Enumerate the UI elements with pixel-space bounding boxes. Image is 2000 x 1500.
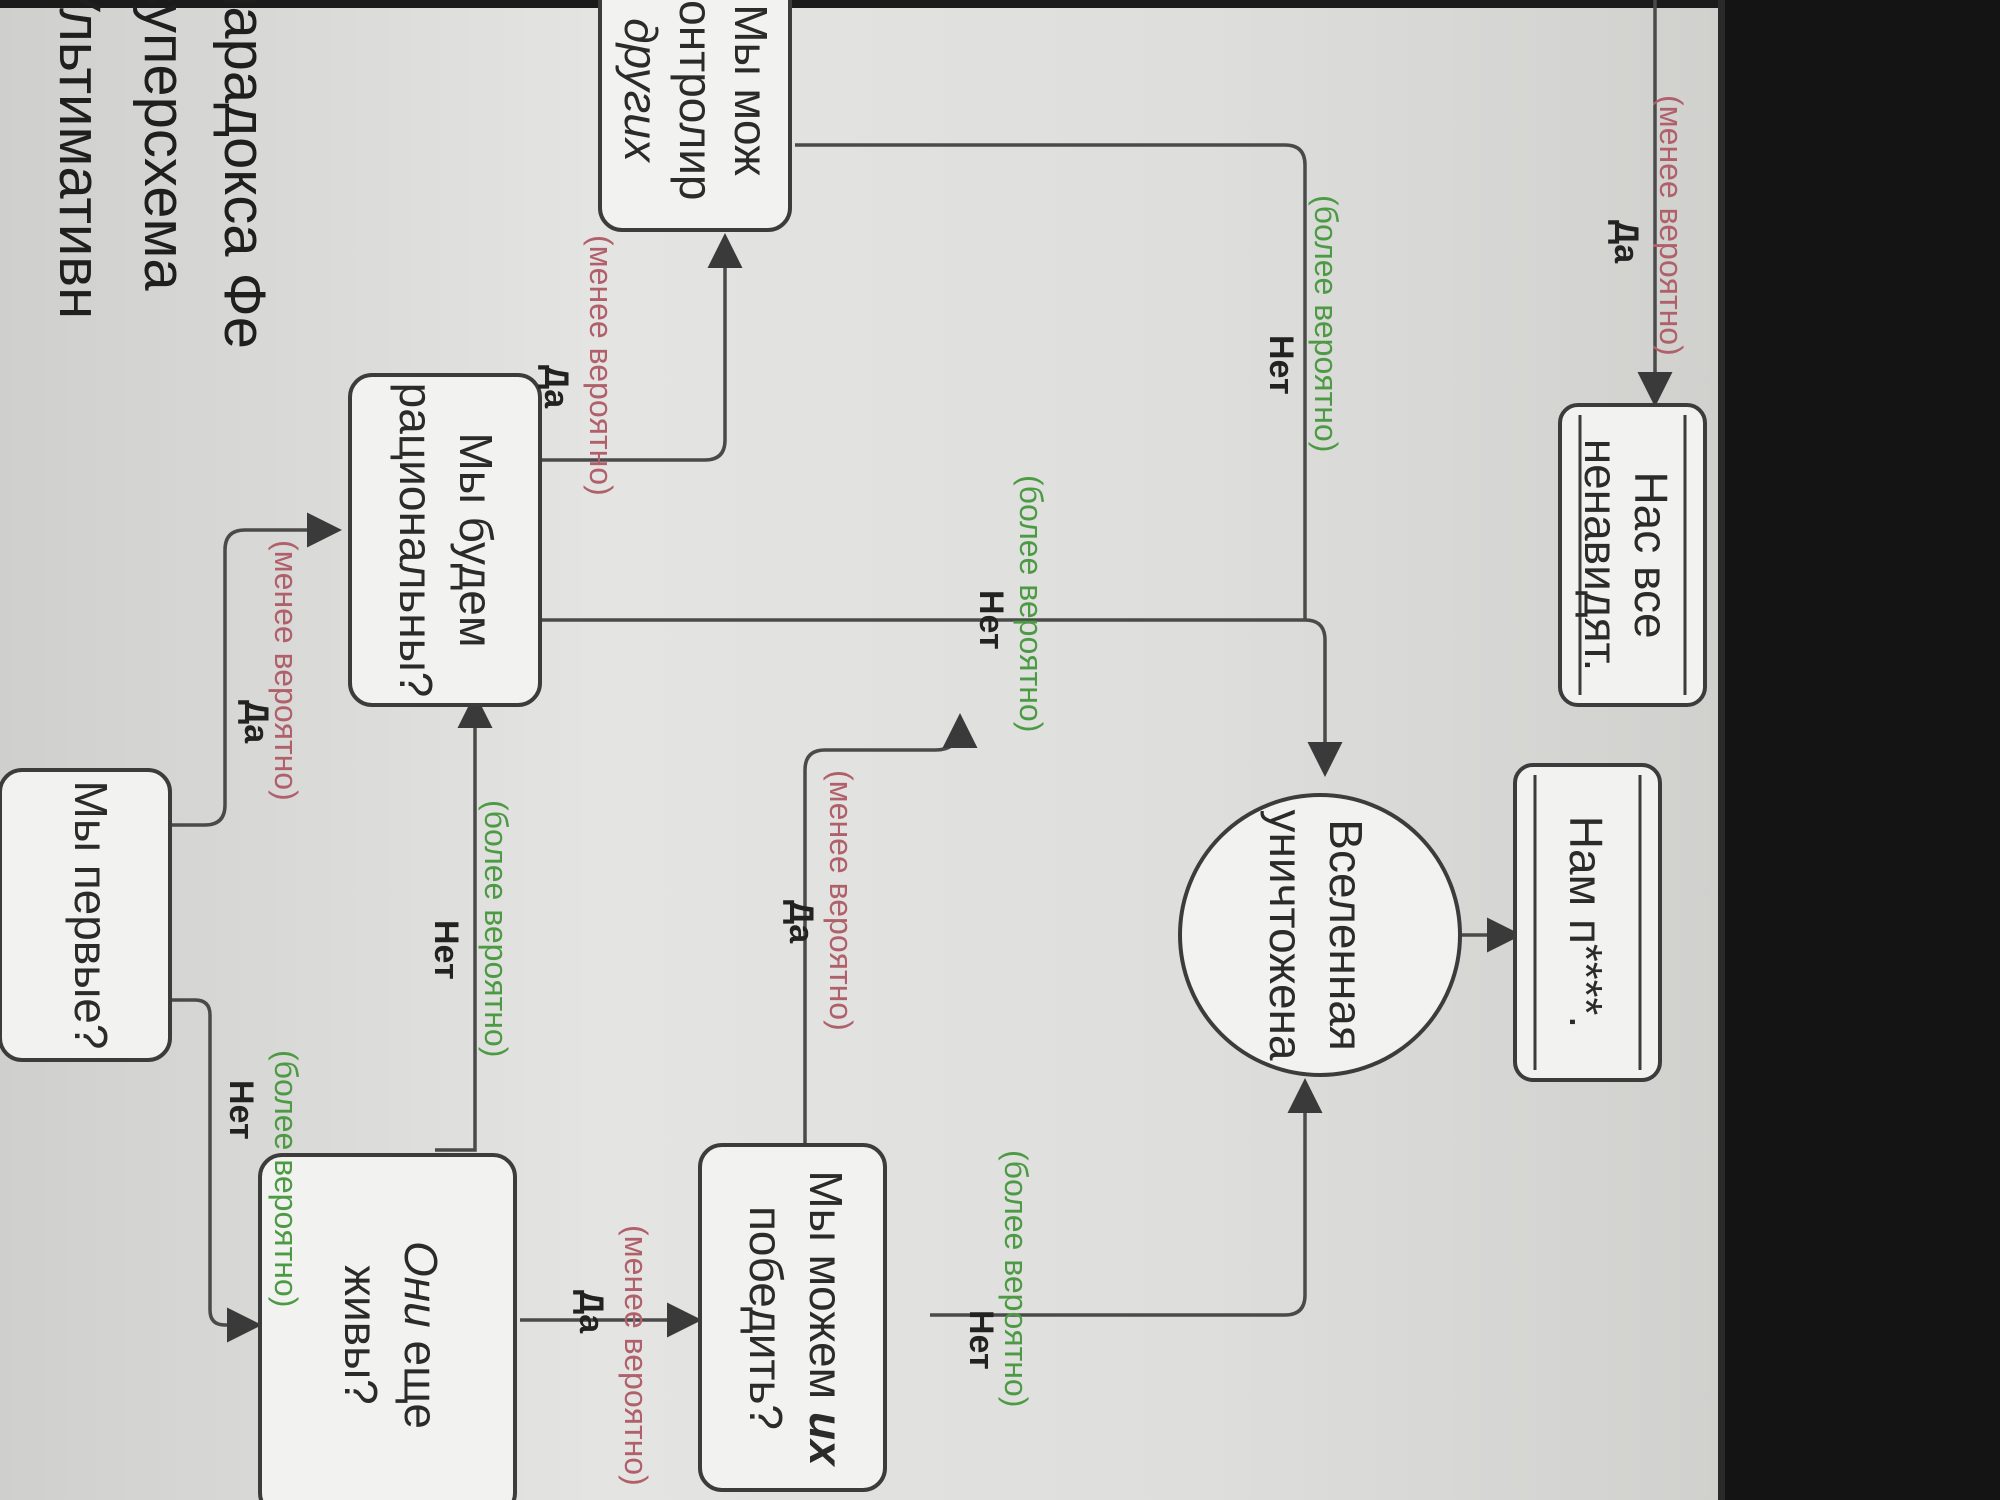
label-rational-yes: Да <box>537 365 575 409</box>
node-alive-line1: Они еще <box>395 1241 447 1429</box>
edge-rational-yes <box>540 233 743 462</box>
label-beat-no-prob: (более вероятно) <box>998 1150 1034 1407</box>
label-first-yes-prob: (менее вероятно) <box>268 540 304 801</box>
screen-top-edge <box>0 0 1725 8</box>
node-universe-line1: Вселенная <box>1320 819 1372 1050</box>
node-beat: Мы можем их победить? <box>698 1143 887 1492</box>
edge-alive-no <box>435 693 493 1152</box>
node-rational-line1: Мы будем <box>450 432 502 647</box>
label-rational-yes-prob: (менее вероятно) <box>583 235 619 496</box>
node-beat-em: их <box>800 1412 852 1468</box>
label-first-no: Нет <box>222 1080 260 1140</box>
edge-control-yes <box>1625 0 1673 407</box>
node-alive-em: Они <box>395 1241 447 1328</box>
label-alive-yes-prob: (менее вероятно) <box>618 1225 654 1486</box>
node-control: Мы мож контролир других <box>598 0 792 232</box>
edge-rational-no <box>540 618 1343 777</box>
node-universe-line2: уничтожена <box>1260 809 1312 1060</box>
edge-first-no <box>170 998 262 1343</box>
title-line3: парадокса Фе <box>212 0 277 349</box>
label-control-no: Нет <box>1262 335 1300 395</box>
rotated-diagram: Мы первые? Они еще живы? Мы можем их поб… <box>0 0 1707 1500</box>
edge-control-no <box>795 143 1307 620</box>
node-alive-rest: еще <box>395 1328 447 1429</box>
edge-beat-no <box>930 1078 1323 1317</box>
label-first-no-prob: (более вероятно) <box>268 1050 304 1307</box>
label-control-no-prob: (более вероятно) <box>1308 195 1344 452</box>
node-control-line2: контролир <box>670 0 722 200</box>
label-beat-yes-prob: (менее вероятно) <box>823 770 859 1031</box>
node-doom: Нам п****. <box>1513 763 1662 1082</box>
node-universe: Вселенная уничтожена <box>1178 793 1462 1077</box>
title-line2: суперсхема <box>132 0 197 291</box>
node-rational: Мы будем рациональны? <box>348 373 542 707</box>
node-hate-line1: Нас все <box>1625 471 1677 638</box>
title-line1: Ультимативн <box>47 0 112 319</box>
label-first-yes: Да <box>237 700 275 744</box>
node-alive-line2: живы? <box>335 1265 387 1405</box>
node-first: Мы первые? <box>0 768 172 1062</box>
node-hate: Нас все ненавидят. <box>1558 403 1707 707</box>
node-beat-pre: Мы можем <box>800 1170 852 1412</box>
node-beat-line1: Мы можем их <box>800 1170 852 1468</box>
node-beat-line2: победить? <box>740 1206 792 1430</box>
label-control-yes-prob: (менее вероятно) <box>1653 95 1689 356</box>
edge-first-yes <box>170 512 342 827</box>
monitor-bezel <box>1725 0 2000 1500</box>
node-hate-line2: ненавидят. <box>1575 439 1627 672</box>
label-beat-no: Нет <box>962 1310 1000 1370</box>
label-alive-yes: Да <box>572 1290 610 1334</box>
label-rational-no: Нет <box>972 590 1010 650</box>
edge-beat-yes <box>803 713 978 1145</box>
label-rational-no-prob: (более вероятно) <box>1013 475 1049 732</box>
node-doom-text: Нам п****. <box>1560 816 1612 1029</box>
label-alive-no: Нет <box>427 920 465 980</box>
node-control-line3: других <box>615 18 667 164</box>
node-alive: Они еще живы? <box>258 1153 517 1500</box>
node-rational-line2: рациональны? <box>390 383 442 698</box>
screen-edge <box>1718 0 1728 1500</box>
node-first-text: Мы первые? <box>65 781 117 1050</box>
label-control-yes: Да <box>1607 220 1645 264</box>
diagram-title: Ультимативн суперсхема парадокса Фе <box>47 0 277 349</box>
label-beat-yes: Да <box>782 900 820 944</box>
node-control-line1: Мы мож <box>725 4 777 176</box>
label-alive-no-prob: (более вероятно) <box>478 800 514 1057</box>
